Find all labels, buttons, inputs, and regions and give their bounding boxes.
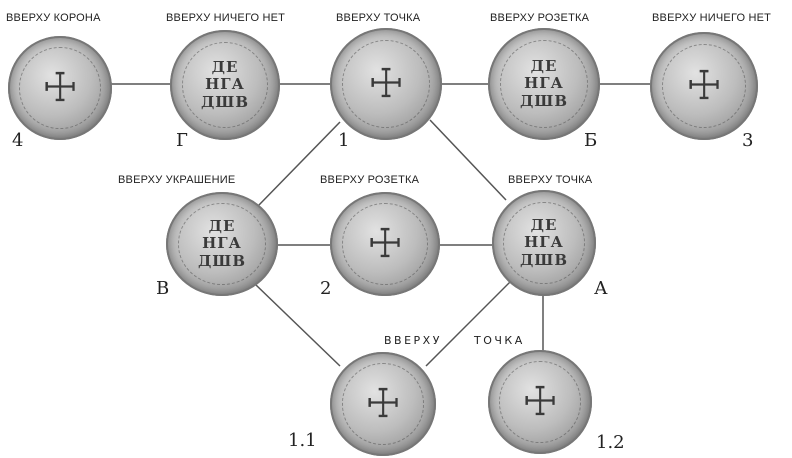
caption-coin-b: ВВЕРХУ РОЗЕТКА <box>490 12 589 24</box>
double-headed-eagle-icon: ☩ <box>8 68 112 108</box>
double-headed-eagle-icon: ☩ <box>330 384 436 424</box>
caption-coin-11-a: ВВЕРХУ <box>384 334 442 347</box>
coin-1-2: ☩ <box>488 350 592 454</box>
caption-coin-4: ВВЕРХУ КОРОНА <box>6 12 101 24</box>
label-coin-3: 3 <box>742 130 753 151</box>
denga-inscription: ДЕ НГА ДШВ <box>170 59 280 111</box>
double-headed-eagle-icon: ☩ <box>488 382 592 422</box>
caption-coin-2: ВВЕРХУ РОЗЕТКА <box>320 174 419 186</box>
label-coin-g: Г <box>176 130 188 151</box>
coin-1-1: ☩ <box>330 352 436 456</box>
coin-1: ☩ <box>330 28 442 140</box>
caption-coin-g: ВВЕРХУ НИЧЕГО НЕТ <box>166 12 285 24</box>
label-coin-b: Б <box>584 130 597 151</box>
coin-4: ☩ <box>8 36 112 140</box>
coin-2: ☩ <box>330 192 440 296</box>
label-coin-a: А <box>594 278 608 299</box>
caption-coin-3: ВВЕРХУ НИЧЕГО НЕТ <box>652 12 771 24</box>
coin-b: ДЕ НГА ДШВ <box>488 28 600 140</box>
label-coin-1-1: 1.1 <box>288 430 317 451</box>
double-headed-eagle-icon: ☩ <box>650 66 758 106</box>
caption-coin-a: ВВЕРХУ ТОЧКА <box>508 174 592 186</box>
link-A-11 <box>426 282 510 366</box>
caption-coin-v: ВВЕРХУ УКРАШЕНИЕ <box>118 174 235 186</box>
link-1-V <box>258 122 340 206</box>
denga-inscription: ДЕ НГА ДШВ <box>492 217 596 269</box>
coin-v: ДЕ НГА ДШВ <box>166 192 278 296</box>
denga-inscription: ДЕ НГА ДШВ <box>488 58 600 110</box>
label-coin-4: 4 <box>12 130 23 151</box>
label-coin-1: 1 <box>338 130 349 151</box>
double-headed-eagle-icon: ☩ <box>330 64 442 104</box>
label-coin-v: В <box>156 278 169 299</box>
label-coin-2: 2 <box>320 278 331 299</box>
caption-coin-1: ВВЕРХУ ТОЧКА <box>336 12 420 24</box>
link-1-A <box>430 120 506 200</box>
caption-coin-11-b: ТОЧКА <box>474 334 525 347</box>
coin-g: ДЕ НГА ДШВ <box>170 30 280 140</box>
denga-inscription: ДЕ НГА ДШВ <box>166 218 278 270</box>
coin-3: ☩ <box>650 32 758 140</box>
label-coin-1-2: 1.2 <box>596 432 625 453</box>
double-headed-eagle-icon: ☩ <box>330 224 440 264</box>
coin-a: ДЕ НГА ДШВ <box>492 190 596 296</box>
